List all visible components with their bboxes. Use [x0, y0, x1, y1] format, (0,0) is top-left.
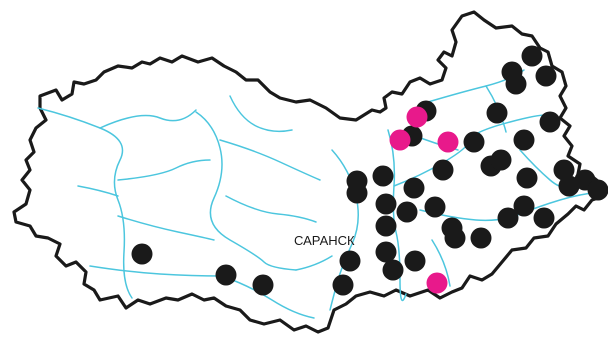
river — [431, 239, 451, 287]
highlight-location-marker — [389, 129, 411, 151]
location-marker — [252, 274, 274, 296]
location-marker — [339, 250, 361, 272]
location-marker — [587, 179, 608, 201]
location-marker — [346, 182, 368, 204]
river — [229, 95, 293, 133]
river — [37, 107, 133, 299]
location-marker — [463, 131, 485, 153]
location-markers — [131, 45, 608, 296]
river — [225, 195, 317, 223]
location-marker — [375, 215, 397, 237]
location-marker — [424, 196, 446, 218]
location-marker — [432, 159, 454, 181]
river — [117, 215, 215, 241]
location-marker — [403, 177, 425, 199]
location-marker — [539, 111, 561, 133]
location-marker — [505, 73, 527, 95]
location-marker — [535, 65, 557, 87]
location-marker — [490, 149, 512, 171]
location-marker — [372, 165, 394, 187]
location-marker — [497, 207, 519, 229]
city-label-saransk: САРАНСК — [294, 233, 355, 248]
region-boundary — [12, 10, 606, 334]
location-marker — [332, 274, 354, 296]
location-marker — [444, 227, 466, 249]
location-marker — [215, 264, 237, 286]
location-marker — [513, 129, 535, 151]
location-marker — [375, 241, 397, 263]
location-marker — [382, 259, 404, 281]
river — [387, 129, 407, 302]
location-marker — [558, 175, 580, 197]
river — [99, 109, 197, 129]
river — [89, 265, 223, 277]
location-marker — [553, 159, 575, 181]
highlight-location-marker — [426, 272, 448, 294]
location-marker — [533, 207, 555, 229]
location-marker — [404, 250, 426, 272]
river — [221, 275, 315, 319]
river — [77, 185, 119, 197]
location-marker — [131, 243, 153, 265]
location-marker — [516, 167, 538, 189]
location-marker — [486, 102, 508, 124]
location-marker — [521, 45, 543, 67]
highlight-location-marker — [406, 106, 428, 128]
river — [295, 255, 333, 271]
location-marker — [396, 201, 418, 223]
location-marker — [513, 195, 535, 217]
location-marker — [470, 227, 492, 249]
river — [195, 111, 297, 271]
highlight-location-marker — [437, 131, 459, 153]
river — [219, 139, 321, 181]
river — [117, 159, 211, 181]
location-marker — [375, 193, 397, 215]
